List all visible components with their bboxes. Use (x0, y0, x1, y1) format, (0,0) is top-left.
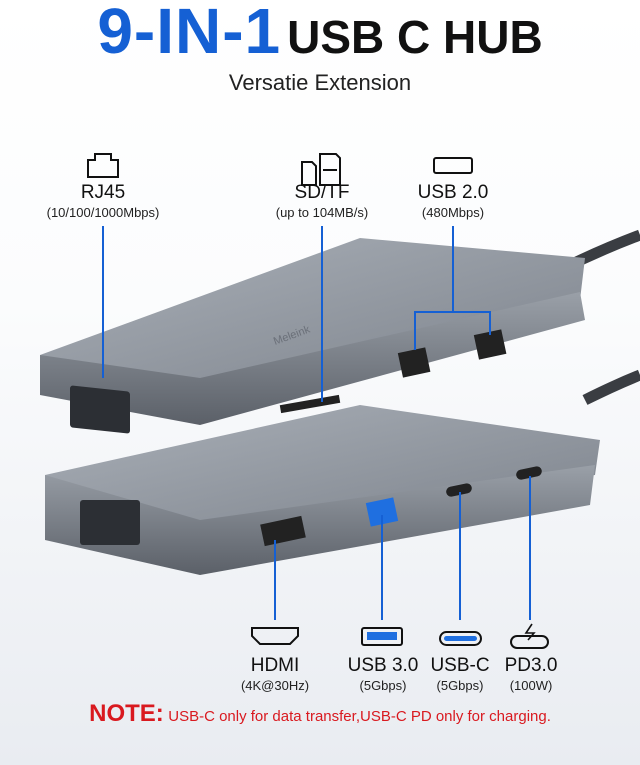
port-spec: (5Gbps) (359, 678, 407, 693)
label-hdmi: HDMI (4K@30Hz) (190, 655, 360, 695)
label-pd: PD3.0 (100W) (446, 655, 616, 695)
usb2-port-2 (473, 329, 507, 360)
usb3-port (365, 497, 399, 527)
usb-c-port-icon (439, 631, 482, 646)
label-rj45: RJ45 (10/100/1000Mbps) (18, 182, 188, 222)
title-highlight: 9-IN-1 (97, 0, 282, 67)
usb-c-port (446, 483, 472, 497)
ethernet-port-icon (87, 153, 119, 178)
port-name: PD3.0 (504, 655, 558, 676)
pd-port (516, 466, 542, 480)
port-name: SD/TF (294, 182, 350, 203)
top-hub: Meleink (40, 238, 585, 434)
usb2-leader-1 (414, 226, 454, 350)
hdmi-port (260, 515, 306, 547)
bottom-hub-surface (45, 405, 600, 530)
subtitle: Versatie Extension (228, 70, 412, 95)
port-name: USB 2.0 (417, 182, 489, 203)
usb2-leader-2 (453, 311, 491, 335)
label-usbc: USB-C (5Gbps) (375, 655, 545, 695)
port-spec: (up to 104MB/s) (275, 205, 369, 220)
top-hub-surface (40, 238, 585, 388)
port-spec: (5Gbps) (436, 678, 484, 693)
top-rj45-port (70, 385, 130, 434)
sd-tf-card-icon (301, 153, 341, 186)
title-rest: USB C HUB (287, 11, 543, 63)
leader-lines (102, 226, 531, 620)
usb-c-pd-icon (510, 635, 549, 649)
label-sdtf: SD/TF (up to 104MB/s) (237, 182, 407, 222)
port-name: USB-C (430, 655, 490, 676)
port-name: HDMI (250, 655, 300, 676)
bottom-hub (45, 405, 600, 575)
usb-a-port-icon (433, 157, 473, 174)
usb2-port-1 (397, 347, 431, 378)
usb3-port-icon (361, 627, 403, 646)
note-label: NOTE: (89, 700, 164, 727)
note: NOTE: USB-C only for data transfer,USB-C… (0, 700, 640, 728)
hdmi-port-icon (251, 627, 299, 645)
port-spec: (480Mbps) (421, 205, 485, 220)
label-usb3: USB 3.0 (5Gbps) (298, 655, 468, 695)
label-usb2: USB 2.0 (480Mbps) (368, 182, 538, 222)
port-name: USB 3.0 (347, 655, 419, 676)
sd-slot (279, 394, 341, 414)
note-text: USB-C only for data transfer,USB-C PD on… (168, 708, 551, 725)
bottom-rj45-port (80, 500, 140, 545)
port-name: RJ45 (80, 182, 126, 203)
port-spec: (100W) (509, 678, 553, 693)
top-hub-front (40, 292, 585, 425)
port-spec: (10/100/1000Mbps) (46, 205, 160, 220)
port-spec: (4K@30Hz) (240, 678, 310, 693)
bottom-cable (582, 369, 640, 405)
